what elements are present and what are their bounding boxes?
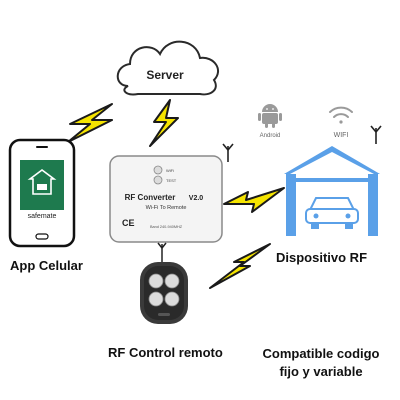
compat-line-1: Compatible codigo [262,346,380,361]
remote-button-2[interactable] [164,273,180,289]
wifi-icon [329,106,353,124]
garage-caption: Dispositivo RF [276,250,368,265]
remote-button-3[interactable] [148,291,164,307]
remote-button-4[interactable] [164,291,180,307]
antenna-icon-garage [370,125,382,144]
wifi-led [153,165,163,175]
ce-mark: CE [122,218,135,228]
bolt-converter-garage [223,187,285,213]
test-led [153,175,163,185]
compat-caption: Compatible codigo fijo y variable [256,345,386,381]
cloud-label: Server [146,68,184,82]
home-icon [27,169,57,195]
cloud-icon: Server [116,40,219,96]
phone-device: safemate [8,138,76,248]
android-label: Android [260,133,281,139]
remote-control [140,242,188,324]
wifi-label: WIFI [334,132,349,139]
remote-button-1[interactable] [148,273,164,289]
converter-version: V2.0 [189,195,204,202]
converter-title: RF Converter [125,193,176,202]
led2-label: TEST [166,178,177,183]
rf-converter: WiFi TEST RF Converter V2.0 Wi-Fi To Rem… [109,155,223,243]
band-label: Band 240-940MHZ [150,225,183,229]
antenna-icon-converter [222,143,234,162]
bolt-cloud-phone [67,103,113,143]
app-name: safemate [28,213,57,220]
led1-label: WiFi [166,168,174,173]
garage-icon [284,146,380,236]
car-icon [305,197,359,229]
android-icon [258,104,282,128]
converter-subtitle: Wi-Fi To Remote [146,205,187,211]
phone-home-button [35,233,49,240]
remote-caption: RF Control remoto [108,345,223,360]
phone-caption: App Celular [10,258,83,273]
compat-line-2: fijo y variable [279,364,363,379]
bolt-cloud-converter [149,99,179,147]
bolt-remote-garage [209,243,271,289]
